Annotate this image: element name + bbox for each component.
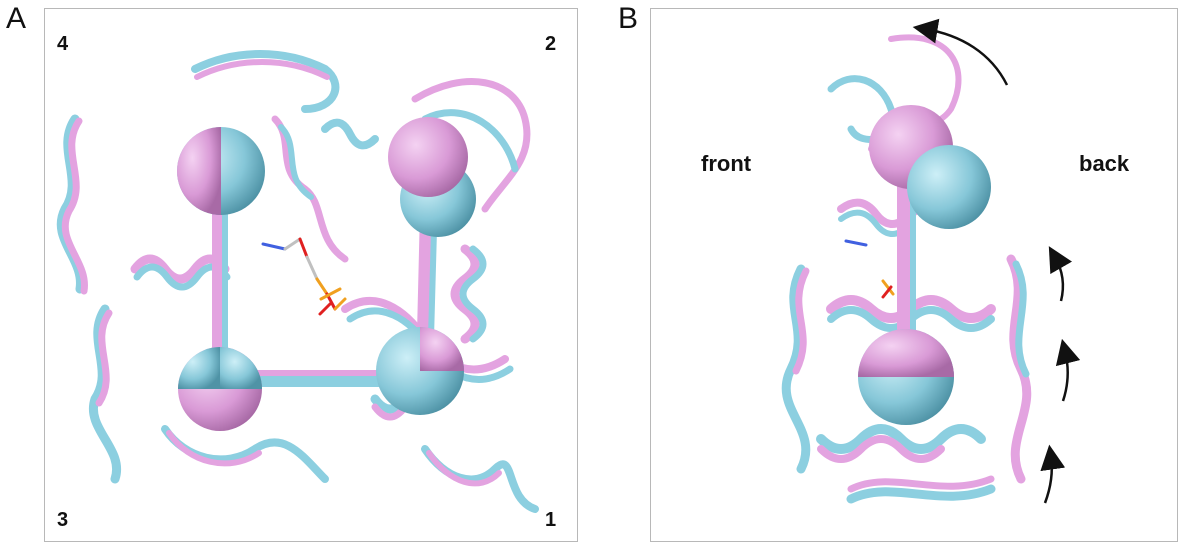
panel-b-structure-render [651,9,1177,541]
centroid-spheres-b [858,105,991,425]
panel-b-image: front back [650,8,1178,542]
domain-label-bottom-right: 1 [545,509,556,532]
view-label-back: back [1079,151,1129,177]
ligand-sticks-b [846,241,893,297]
panel-a-image: 4 2 3 1 [44,8,578,542]
domain-label-top-left: 4 [57,33,68,56]
domain-label-top-right: 2 [545,33,556,56]
panel-a-structure-render [45,9,577,541]
panel-b-letter: B [618,2,638,36]
domain-label-bottom-left: 3 [57,509,68,532]
panel-a-letter: A [6,2,26,36]
view-label-front: front [701,151,751,177]
ribbon-traces-a [61,54,535,509]
